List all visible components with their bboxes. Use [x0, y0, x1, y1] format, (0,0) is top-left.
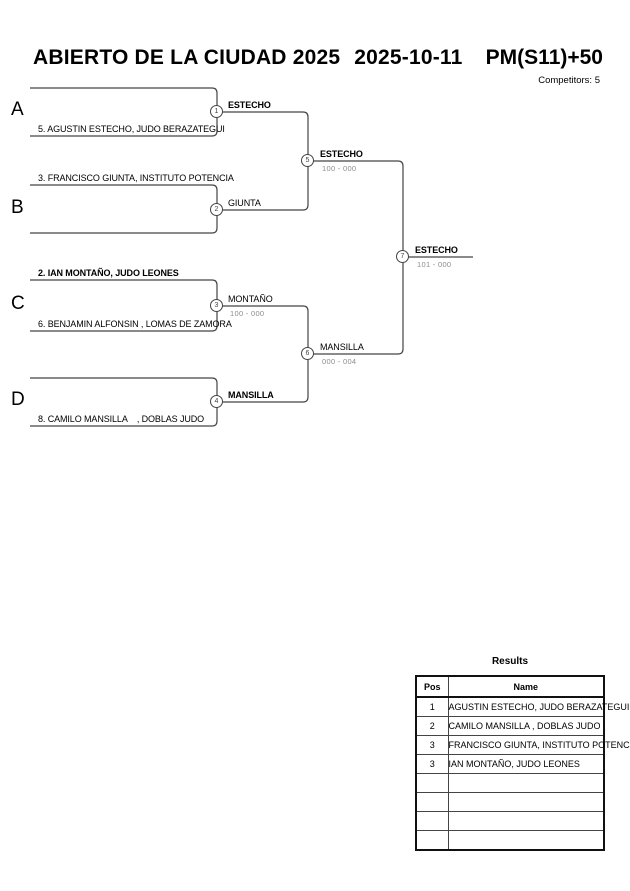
result-pos: 3 [416, 754, 449, 774]
category-label: PM(S11)+50 [485, 46, 603, 69]
match-1-circle: 1 [210, 105, 223, 118]
result-pos [416, 830, 449, 850]
section-label-d: D [11, 389, 25, 410]
pair-b-bracket-line [30, 184, 218, 234]
result-pos: 3 [416, 735, 449, 755]
table-row-empty [416, 773, 604, 793]
result-pos [416, 811, 449, 831]
result-pos: 1 [416, 697, 449, 717]
result-name [448, 792, 604, 812]
match-3-winner: MONTAÑO [228, 294, 273, 304]
match-5-winner: ESTECHO [320, 149, 363, 159]
results-header-row: Pos Name [416, 676, 604, 698]
results-table: Pos Name 1 AGUSTIN ESTECHO, JUDO BERAZAT… [415, 675, 630, 851]
match-7-winner: ESTECHO [415, 245, 458, 255]
match-6-circle: 6 [301, 347, 314, 360]
competitor-name: 2. IAN MONTAÑO, JUDO LEONES [38, 268, 179, 278]
section-label-a: A [11, 99, 24, 120]
match-3-circle: 3 [210, 299, 223, 312]
match-4-circle: 4 [210, 395, 223, 408]
match-5-circle: 5 [301, 154, 314, 167]
page-title: ABIERTO DE LA CIUDAD 2025 [33, 46, 341, 69]
match-3-score: 100 - 000 [230, 309, 265, 318]
match-6-score: 000 - 004 [322, 357, 357, 366]
event-date: 2025-10-11 [354, 46, 463, 69]
table-row: 2 CAMILO MANSILLA , DOBLAS JUDO [416, 716, 604, 736]
match-2-circle: 2 [210, 203, 223, 216]
result-pos [416, 792, 449, 812]
match-2-winner: GIUNTA [228, 198, 261, 208]
match-1-winner: ESTECHO [228, 100, 271, 110]
result-name [448, 773, 604, 793]
match-5-score: 100 - 000 [322, 164, 357, 173]
match-4-winner: MANSILLA [228, 390, 274, 400]
competitor-name: 3. FRANCISCO GIUNTA, INSTITUTO POTENCIA [38, 173, 234, 183]
result-name [448, 831, 604, 851]
result-pos [416, 773, 449, 793]
table-row-empty [416, 830, 604, 851]
results-title: Results [491, 656, 529, 667]
semifinal-top-line [217, 111, 309, 211]
result-name: AGUSTIN ESTECHO, JUDO BERAZATEGUI [448, 697, 629, 717]
competitors-count: Competitors: 5 [538, 75, 600, 86]
table-row: 3 IAN MONTAÑO, JUDO LEONES [416, 754, 604, 774]
final-line [308, 160, 404, 355]
result-name: IAN MONTAÑO, JUDO LEONES [448, 754, 604, 774]
results-col-name: Name [448, 676, 604, 698]
result-pos: 2 [416, 716, 449, 736]
match-7-score: 101 - 000 [417, 260, 452, 269]
section-label-b: B [11, 197, 24, 218]
table-row-empty [416, 811, 604, 831]
page-header: ABIERTO DE LA CIUDAD 2025 2025-10-11 [33, 46, 463, 70]
results-col-pos: Pos [416, 676, 449, 698]
competitor-name: 6. BENJAMIN ALFONSIN , LOMAS DE ZAMORA [38, 319, 232, 329]
result-name: CAMILO MANSILLA , DOBLAS JUDO [448, 716, 604, 736]
table-row-empty [416, 792, 604, 812]
competitor-name: 8. CAMILO MANSILLA , DOBLAS JUDO [38, 414, 205, 424]
section-label-c: C [11, 293, 25, 314]
table-row: 1 AGUSTIN ESTECHO, JUDO BERAZATEGUI [416, 697, 629, 717]
result-name [448, 811, 604, 831]
competitor-name: 5. AGUSTIN ESTECHO, JUDO BERAZATEGUI [38, 124, 225, 134]
table-row: 3 FRANCISCO GIUNTA, INSTITUTO POTENCIA [416, 735, 630, 755]
match-6-winner: MANSILLA [320, 342, 364, 352]
match-7-circle: 7 [396, 250, 409, 263]
result-name: FRANCISCO GIUNTA, INSTITUTO POTENCIA [448, 735, 630, 755]
